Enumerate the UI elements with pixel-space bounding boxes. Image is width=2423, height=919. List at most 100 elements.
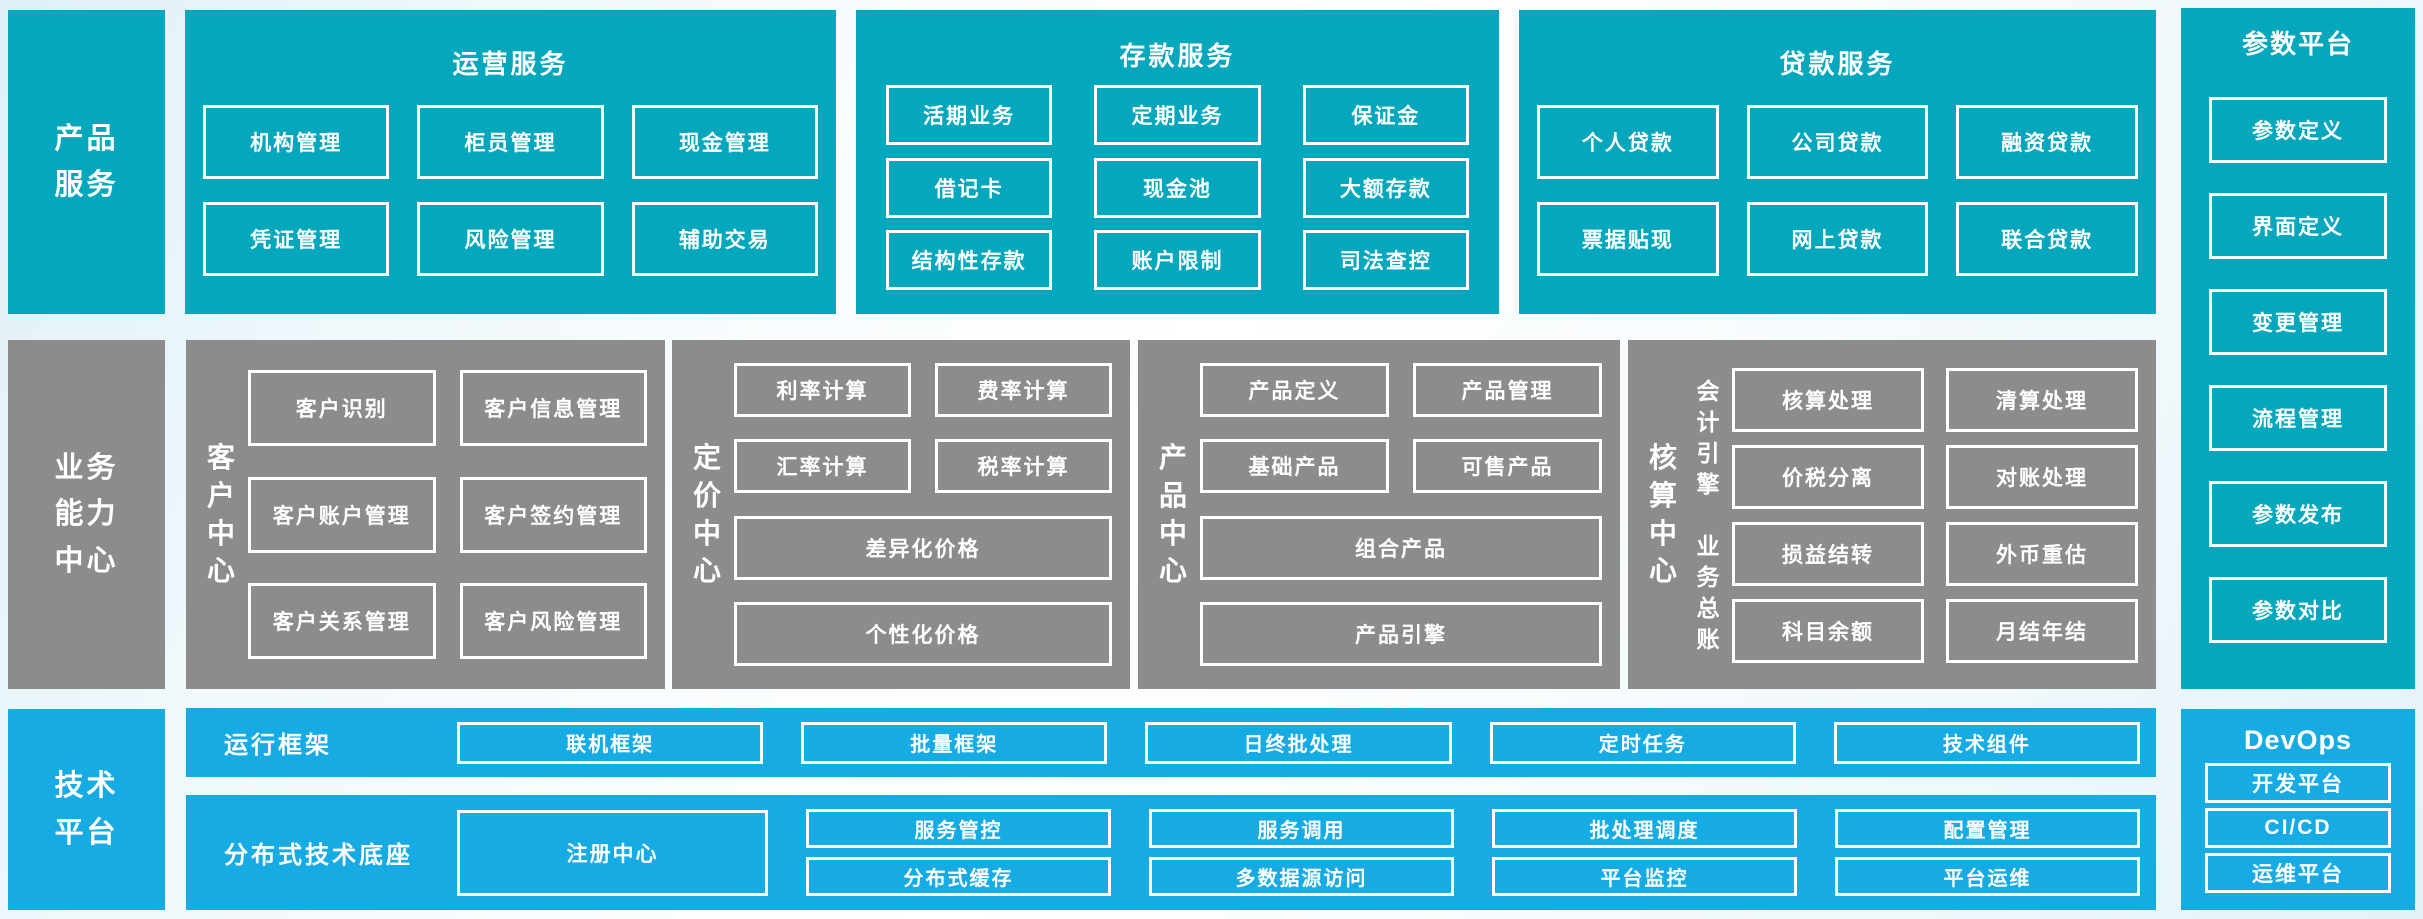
diagram-node: 辅助交易 [631,202,818,277]
diagram-node: 变更管理 [2209,289,2387,355]
diagram-node: 活期业务 [886,85,1053,146]
accounting-group: 会计引擎 核算处理 清算处理 价税分离 对账处理 [1690,367,2138,509]
node-grid: 核算处理 清算处理 价税分离 对账处理 [1732,367,2138,509]
diagram-node: 基础产品 [1200,439,1389,494]
diagram-node: 技术组件 [1833,721,2141,764]
diagram-node: 结构性存款 [886,229,1053,290]
diagram-node: 服务管控 [806,809,1111,848]
band-runtime-framework: 运行框架 联机框架 批量框架 日终批处理 定时任务 技术组件 [186,708,2156,777]
panel-product-center: 产品中心 产品定义 产品管理 基础产品 可售产品 组合产品 产品引擎 [1138,340,1620,689]
section-label-line: 产品 [54,122,119,155]
diagram-node: 配置管理 [1835,809,2140,848]
diagram-node: 融资贷款 [1956,104,2138,179]
diagram-node: 汇率计算 [734,439,911,494]
diagram-node: 现金池 [1094,157,1261,218]
node-grid: 活期业务 定期业务 保证金 借记卡 现金池 大额存款 结构性存款 账户限制 司法… [856,73,1499,314]
diagram-node: 运维平台 [2205,853,2391,893]
diagram-node: 核算处理 [1732,367,1924,432]
panel-title: 存款服务 [1119,41,1236,71]
diagram-node: 联合贷款 [1956,202,2138,277]
diagram-node: 大额存款 [1302,157,1469,218]
diagram-node: 平台监控 [1492,857,1797,896]
diagram-node: 客户风险管理 [459,582,647,659]
diagram-node: 差异化价格 [734,515,1112,580]
diagram-node: 利率计算 [734,362,911,417]
panel-loan-services: 贷款服务 个人贷款 公司贷款 融资贷款 票据贴现 网上贷款 联合贷款 [1519,10,2156,314]
diagram-node: 客户账户管理 [248,476,436,553]
diagram-node: 科目余额 [1732,599,1924,664]
diagram-node: 月结年结 [1946,599,2138,664]
diagram-node: 机构管理 [203,104,390,179]
node-row: 注册中心 服务管控 分布式缓存 服务调用 多数据源访问 批处理调度 平台监控 配… [457,809,2140,896]
panel-accounting-center: 核算中心 会计引擎 核算处理 清算处理 价税分离 对账处理 业务总账 损益结转 … [1628,340,2156,689]
diagram-node: CI/CD [2205,808,2391,848]
diagram-node: 日终批处理 [1145,721,1452,764]
band-distributed-base: 分布式技术底座 注册中心 服务管控 分布式缓存 服务调用 多数据源访问 批处理调… [186,795,2156,910]
section-label-product-services: 产品 服务 [8,10,165,314]
panel-operations-services: 运营服务 机构管理 柜员管理 现金管理 凭证管理 风险管理 辅助交易 [185,10,836,314]
panel-customer-center: 客户中心 客户识别 客户信息管理 客户账户管理 客户签约管理 客户关系管理 客户… [186,340,665,689]
diagram-node: 批量框架 [801,721,1108,764]
node-column: 批处理调度 平台监控 [1492,809,1797,896]
node-grid: 机构管理 柜员管理 现金管理 凭证管理 风险管理 辅助交易 [185,81,836,314]
node-stack: 参数定义 界面定义 变更管理 流程管理 参数发布 参数对比 [2181,61,2415,689]
panel-title: 运营服务 [452,49,569,79]
diagram-node: 批处理调度 [1492,809,1797,848]
diagram-node: 联机框架 [457,721,764,764]
center-vertical-label: 产品中心 [1158,441,1187,587]
diagram-node: 开发平台 [2205,763,2391,803]
diagram-node: 流程管理 [2209,385,2387,451]
diagram-node: 界面定义 [2209,193,2387,259]
diagram-node: 柜员管理 [417,104,604,179]
diagram-node: 产品定义 [1200,362,1389,417]
diagram-node: 凭证管理 [203,202,390,277]
section-label-line: 中心 [54,544,119,577]
node-grid: 利率计算 费率计算 汇率计算 税率计算 差异化价格 个性化价格 [734,340,1120,689]
center-vertical-label: 客户中心 [206,441,235,587]
diagram-node: 票据贴现 [1537,202,1719,277]
panel-devops: DevOps 开发平台 CI/CD 运维平台 [2181,709,2415,910]
band-label: 分布式技术底座 [224,842,413,869]
diagram-node: 注册中心 [457,809,768,896]
node-column: 服务调用 多数据源访问 [1149,809,1454,896]
diagram-node: 平台运维 [1835,857,2140,896]
group-vertical-label: 业务总账 [1696,532,1720,652]
diagram-node: 司法查控 [1302,229,1469,290]
diagram-node: 公司贷款 [1746,104,1929,179]
diagram-node: 参数发布 [2209,481,2387,547]
section-label-line: 能力 [54,498,119,531]
diagram-node: 对账处理 [1946,444,2138,509]
node-column: 服务管控 分布式缓存 [806,809,1111,896]
panel-title: 贷款服务 [1779,49,1896,79]
panel-title: DevOps [2243,725,2353,755]
diagram-node: 产品引擎 [1200,602,1602,667]
diagram-node: 分布式缓存 [806,857,1111,896]
node-grid: 产品定义 产品管理 基础产品 可售产品 组合产品 产品引擎 [1200,340,1610,689]
node-grid: 个人贷款 公司贷款 融资贷款 票据贴现 网上贷款 联合贷款 [1519,81,2156,314]
section-label-line: 业务 [54,451,119,484]
diagram-node: 保证金 [1302,85,1469,146]
diagram-node: 客户签约管理 [459,476,647,553]
center-vertical-label: 定价中心 [692,441,721,587]
diagram-node: 客户信息管理 [459,370,647,447]
diagram-node: 费率计算 [935,362,1112,417]
accounting-groups: 会计引擎 核算处理 清算处理 价税分离 对账处理 业务总账 损益结转 外币重估 … [1690,340,2146,689]
group-vertical-label: 会计引擎 [1696,378,1720,498]
node-grid: 损益结转 外币重估 科目余额 月结年结 [1732,522,2138,664]
diagram-node: 参数定义 [2209,97,2387,163]
node-stack: 开发平台 CI/CD 运维平台 [2181,756,2415,910]
node-row: 联机框架 批量框架 日终批处理 定时任务 技术组件 [457,721,2141,764]
diagram-node: 损益结转 [1732,522,1924,587]
section-label-line: 平台 [54,816,119,849]
accounting-group: 业务总账 损益结转 外币重估 科目余额 月结年结 [1690,522,2138,664]
diagram-node: 税率计算 [935,439,1112,494]
section-label-line: 技术 [54,770,119,803]
panel-pricing-center: 定价中心 利率计算 费率计算 汇率计算 税率计算 差异化价格 个性化价格 [672,340,1130,689]
diagram-node: 现金管理 [631,104,818,179]
section-label-business-capability: 业务 能力 中心 [8,340,165,689]
band-label: 运行框架 [224,732,332,759]
diagram-node: 客户识别 [248,370,436,447]
diagram-node: 产品管理 [1413,362,1602,417]
diagram-node: 清算处理 [1946,367,2138,432]
